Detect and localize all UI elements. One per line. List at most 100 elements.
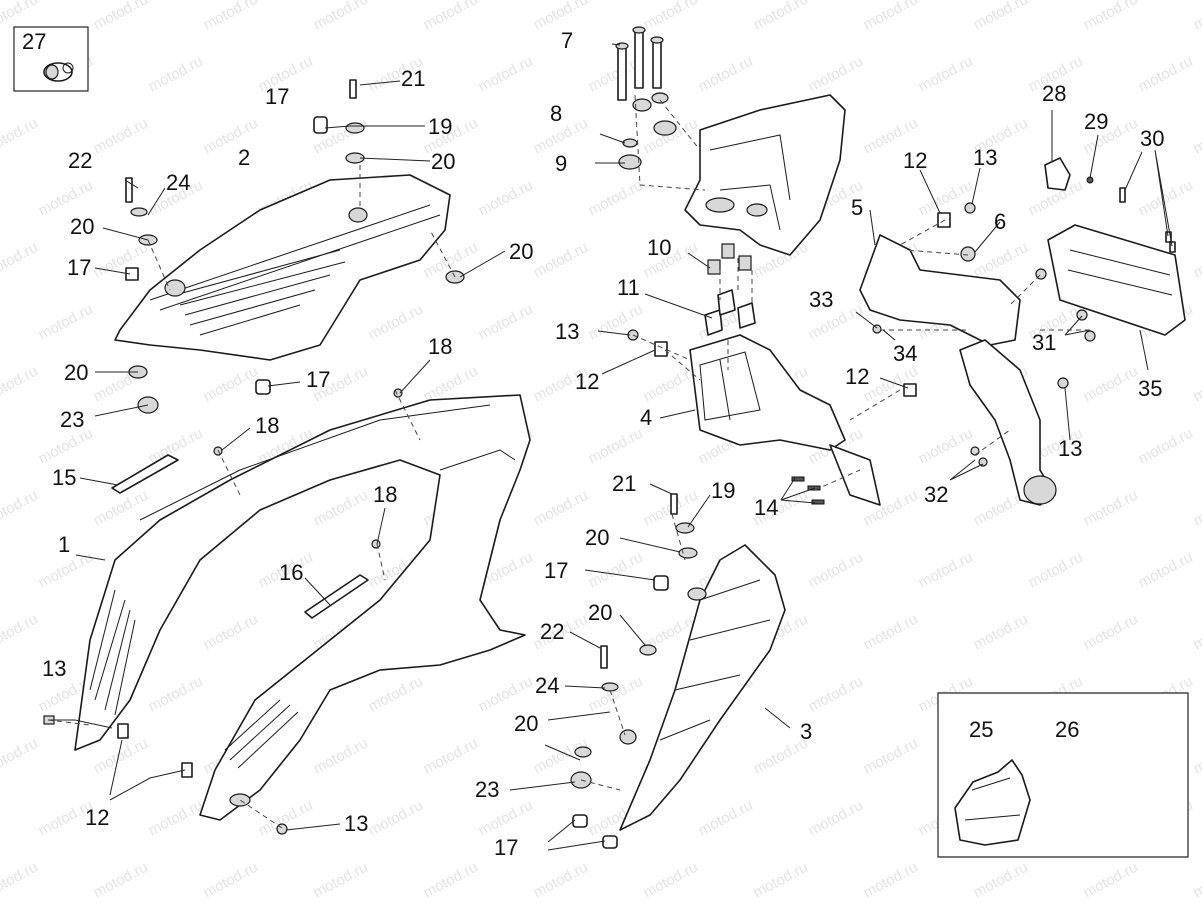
callout-14: 14 xyxy=(754,495,778,520)
watermark-text: motod.ru xyxy=(531,487,591,530)
watermark-text: motod.ru xyxy=(146,797,206,840)
callout-18: 18 xyxy=(373,482,397,507)
callout-20: 20 xyxy=(585,525,609,550)
callout-1: 1 xyxy=(58,532,70,557)
watermark-text: motod.ru xyxy=(696,797,756,840)
callout-13: 13 xyxy=(1058,436,1082,461)
watermark-text: motod.ru xyxy=(91,239,151,282)
part-35-plate-holder xyxy=(1047,224,1186,336)
callout-labels: 27 21 17 19 2 20 22 24 20 17 20 20 23 17… xyxy=(22,28,1164,860)
watermark-text: motod.ru xyxy=(146,53,206,96)
watermark-text: motod.ru xyxy=(91,735,151,778)
watermark-text: motod.ru xyxy=(586,425,646,468)
watermark-text: motod.ru xyxy=(641,115,701,158)
watermark-text: motod.ru xyxy=(311,859,371,902)
callout-4: 4 xyxy=(640,405,652,430)
watermark-text: motod.ru xyxy=(311,0,371,34)
callout-31: 31 xyxy=(1032,330,1056,355)
callout-22: 22 xyxy=(540,619,564,644)
watermark-text: motod.ru xyxy=(201,0,261,34)
part-16-strip xyxy=(304,574,369,619)
watermark-text: motod.ru xyxy=(311,735,371,778)
watermark-text: motod.ru xyxy=(1081,611,1141,654)
callout-12: 12 xyxy=(85,805,109,830)
callout-6: 6 xyxy=(994,209,1006,234)
callout-23: 23 xyxy=(475,777,499,802)
part-28-light xyxy=(1044,157,1071,191)
callout-17: 17 xyxy=(306,367,330,392)
watermark-text: motod.ru xyxy=(476,673,536,716)
callout-13: 13 xyxy=(973,145,997,170)
watermark-text: motod.ru xyxy=(806,673,866,716)
sticker-part-25-26 xyxy=(954,759,1031,846)
callout-19: 19 xyxy=(711,478,735,503)
watermark-text: motod.ru xyxy=(806,549,866,592)
watermark-text: motod.ru xyxy=(971,611,1031,654)
watermark-text: motod.ru xyxy=(971,859,1031,902)
callout-20: 20 xyxy=(70,214,94,239)
watermark-text: motod.ru xyxy=(421,735,481,778)
part-4-battery-box xyxy=(689,334,881,506)
watermark-text: motod.ru xyxy=(586,549,646,592)
watermark-text: motod.ru xyxy=(366,797,426,840)
watermark-text: motod.ru xyxy=(916,53,976,96)
seat-base-assembly xyxy=(684,94,846,256)
callout-19: 19 xyxy=(428,114,452,139)
callout-17: 17 xyxy=(494,835,518,860)
watermark-text: motod.ru xyxy=(806,797,866,840)
callout-9: 9 xyxy=(555,151,567,176)
nuts-10 xyxy=(707,243,752,275)
watermark-text: motod.ru xyxy=(476,797,536,840)
watermark-text: motod.ru xyxy=(1136,549,1196,592)
watermark-text: motod.ru xyxy=(366,673,426,716)
callout-8: 8 xyxy=(550,101,562,126)
watermark-text: motod.ru xyxy=(1136,425,1196,468)
callout-35: 35 xyxy=(1138,376,1162,401)
watermark-text: motod.ru xyxy=(1081,487,1141,530)
callout-15: 15 xyxy=(52,465,76,490)
small-hardware xyxy=(43,79,1176,849)
watermark-text: motod.ru xyxy=(0,239,41,282)
watermark-text: motod.ru xyxy=(201,363,261,406)
callout-27: 27 xyxy=(22,29,46,54)
leader-lines xyxy=(47,43,1173,851)
callout-17: 17 xyxy=(544,558,568,583)
watermark-text: motod.ru xyxy=(0,363,41,406)
callout-18: 18 xyxy=(255,413,279,438)
watermark-text: motod.ru xyxy=(0,487,41,530)
callout-10: 10 xyxy=(647,235,671,260)
watermark-text: motod.ru xyxy=(531,239,591,282)
watermark-text: motod.ru xyxy=(586,177,646,220)
part-11-brackets xyxy=(704,289,756,336)
callout-13: 13 xyxy=(555,319,579,344)
callout-34: 34 xyxy=(893,341,917,366)
callout-11: 11 xyxy=(617,275,640,300)
watermark-text: motod.ru xyxy=(861,735,921,778)
callout-23: 23 xyxy=(60,407,84,432)
watermark-text: motod.ru xyxy=(1081,859,1141,902)
watermark-text: motod.ru xyxy=(36,301,96,344)
watermark-text: motod.ru xyxy=(1191,735,1202,778)
watermark-text: motod.ru xyxy=(641,0,701,34)
watermark-text: motod.ru xyxy=(806,53,866,96)
watermark-text: motod.ru xyxy=(91,0,151,34)
watermark-text: motod.ru xyxy=(1081,363,1141,406)
callout-20: 20 xyxy=(514,711,538,736)
callout-13: 13 xyxy=(42,656,66,681)
watermark-text: motod.ru xyxy=(1136,177,1196,220)
callout-13: 13 xyxy=(344,811,368,836)
callout-17: 17 xyxy=(265,84,289,109)
callout-18: 18 xyxy=(428,334,452,359)
callout-21: 21 xyxy=(612,471,636,496)
watermark-text: motod.ru xyxy=(1191,0,1202,34)
callout-20: 20 xyxy=(588,600,612,625)
part-5-rear-fender xyxy=(859,234,1057,506)
callout-29: 29 xyxy=(1084,109,1108,134)
watermark-text: motod.ru xyxy=(916,425,976,468)
watermark-text: motod.ru xyxy=(0,859,41,902)
part-15-strip xyxy=(111,454,179,494)
watermark-text: motod.ru xyxy=(586,673,646,716)
watermark-text: motod.ru xyxy=(146,673,206,716)
callout-20: 20 xyxy=(431,149,455,174)
